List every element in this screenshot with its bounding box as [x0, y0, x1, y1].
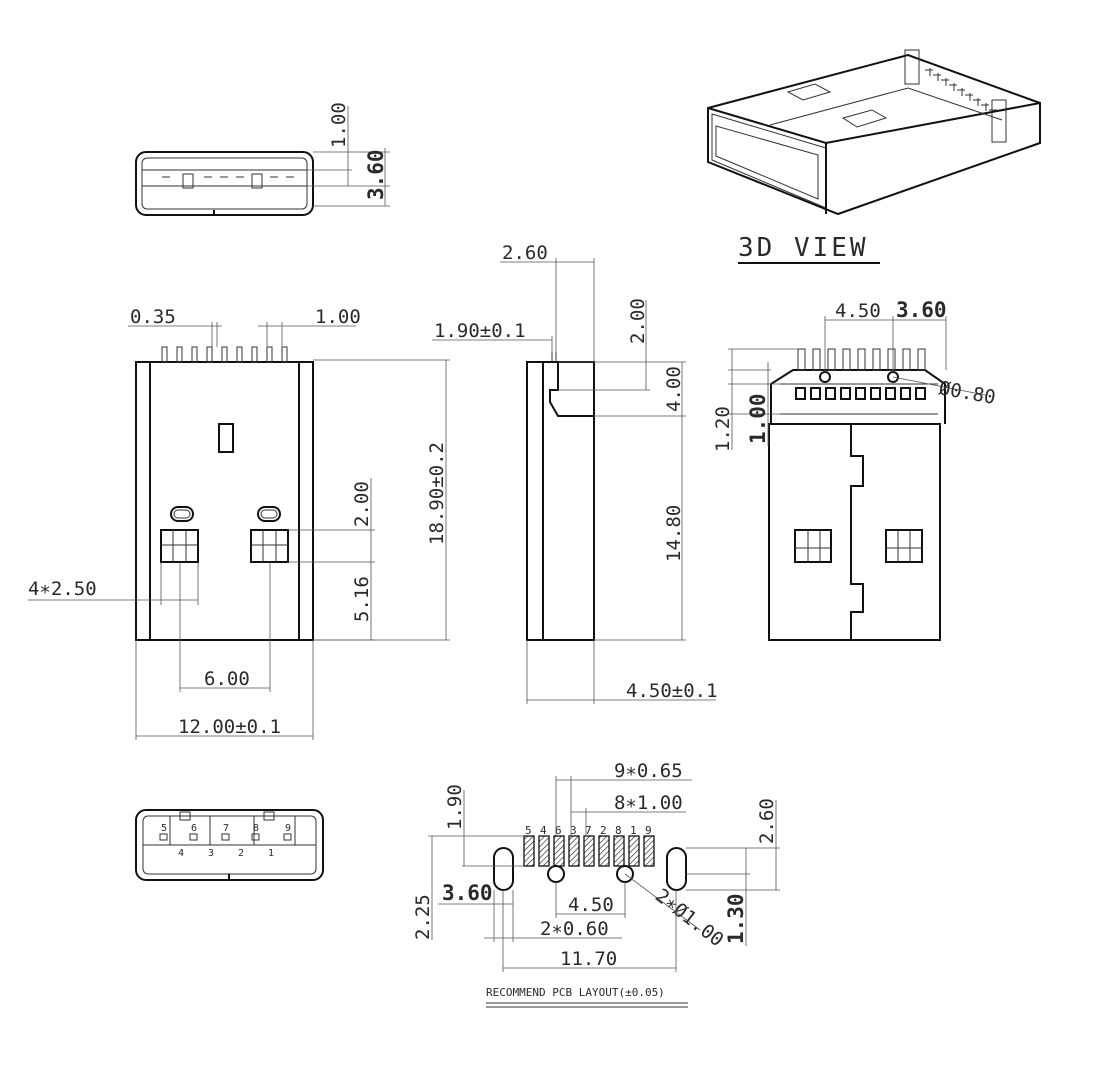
rear-pin-7: 7 [223, 823, 229, 834]
rear-pin-3: 3 [208, 848, 214, 859]
bottom-view: 4.50 3.60 Ø0.80 1.20 1.00 [712, 298, 997, 641]
pcb-dim-1-30: 1.30 [724, 893, 748, 944]
pcb-dim-9x0-65: 9∗0.65 [614, 760, 683, 782]
bottom-dim-3-60: 3.60 [896, 298, 947, 322]
top-dim-18-90: 18.90±0.2 [426, 442, 448, 545]
pcb-dim-4-50: 4.50 [568, 894, 614, 916]
pad-label-4: 4 [540, 824, 547, 837]
bottom-dim-phi-0-80: Ø0.80 [937, 377, 997, 409]
pcb-dim-3-60: 3.60 [442, 881, 493, 905]
top-dim-0-35: 0.35 [130, 306, 176, 328]
view-3d: 3D VIEW [707, 49, 1041, 264]
pcb-dim-1-90: 1.90 [444, 784, 466, 830]
side-dim-4-50: 4.50±0.1 [626, 680, 718, 702]
bottom-dim-4-50: 4.50 [835, 300, 881, 322]
front-dim-1-00: 1.00 [328, 102, 350, 148]
3d-view-label: 3D VIEW [738, 233, 869, 263]
rear-view: 5 6 7 8 9 4 3 2 1 [135, 809, 324, 881]
rear-pin-6: 6 [191, 823, 197, 834]
bottom-dim-1-20: 1.20 [712, 406, 734, 452]
rear-pin-9: 9 [285, 823, 291, 834]
rear-pin-2: 2 [238, 848, 244, 859]
pcb-dim-8x1-00: 8∗1.00 [614, 792, 683, 814]
top-dim-6-00: 6.00 [204, 668, 250, 690]
rear-pin-1: 1 [268, 848, 274, 859]
pad-label-5: 5 [525, 824, 532, 837]
pad-label-6: 6 [555, 824, 562, 837]
pcb-dim-11-70: 11.70 [560, 948, 617, 970]
rear-pin-4: 4 [178, 848, 184, 859]
top-dim-5-16: 5.16 [351, 576, 373, 622]
side-dim-1-90: 1.90±0.1 [434, 320, 526, 342]
bottom-dim-1-00: 1.00 [746, 393, 770, 444]
side-dim-4-00: 4.00 [663, 366, 685, 412]
pcb-dim-2x-phi-1-00: 2∗Ø1.00 [651, 885, 728, 952]
rear-pin-5: 5 [161, 823, 167, 834]
top-dim-12-00: 12.00±0.1 [178, 716, 281, 738]
pcb-dim-2x0-60: 2∗0.60 [540, 918, 609, 940]
top-dim-1-00: 1.00 [315, 306, 361, 328]
pad-label-1: 1 [630, 824, 637, 837]
side-view: 2.60 1.90±0.1 2.00 4.00 14.80 4.50±0.1 [432, 242, 718, 704]
side-dim-14-80: 14.80 [663, 505, 685, 562]
pcb-dim-2-60: 2.60 [756, 798, 778, 844]
pcb-dim-2-25: 2.25 [412, 894, 434, 940]
side-dim-2-60: 2.60 [502, 242, 548, 264]
front-dim-3-60: 3.60 [364, 149, 388, 200]
pad-label-8: 8 [615, 824, 622, 837]
pad-label-2: 2 [600, 824, 607, 837]
front-view-top: 1.00 3.60 [135, 102, 390, 216]
pad-label-7: 7 [585, 824, 592, 837]
top-dim-4x2-50: 4∗2.50 [28, 578, 97, 600]
pad-label-9: 9 [645, 824, 652, 837]
top-view: 0.35 1.00 18.90±0.2 2.00 5.16 4∗2.50 6.0… [28, 306, 450, 740]
pcb-pads [523, 835, 655, 867]
top-dim-2-00: 2.00 [351, 481, 373, 527]
pad-label-3: 3 [570, 824, 577, 837]
side-dim-2-00: 2.00 [627, 298, 649, 344]
rear-pin-8: 8 [253, 823, 259, 834]
pcb-layout: 5 4 6 3 7 2 8 1 9 9∗0.65 8∗1.00 1.90 2.2… [412, 760, 780, 1008]
pcb-layout-title: RECOMMEND PCB LAYOUT(±0.05) [486, 986, 665, 999]
